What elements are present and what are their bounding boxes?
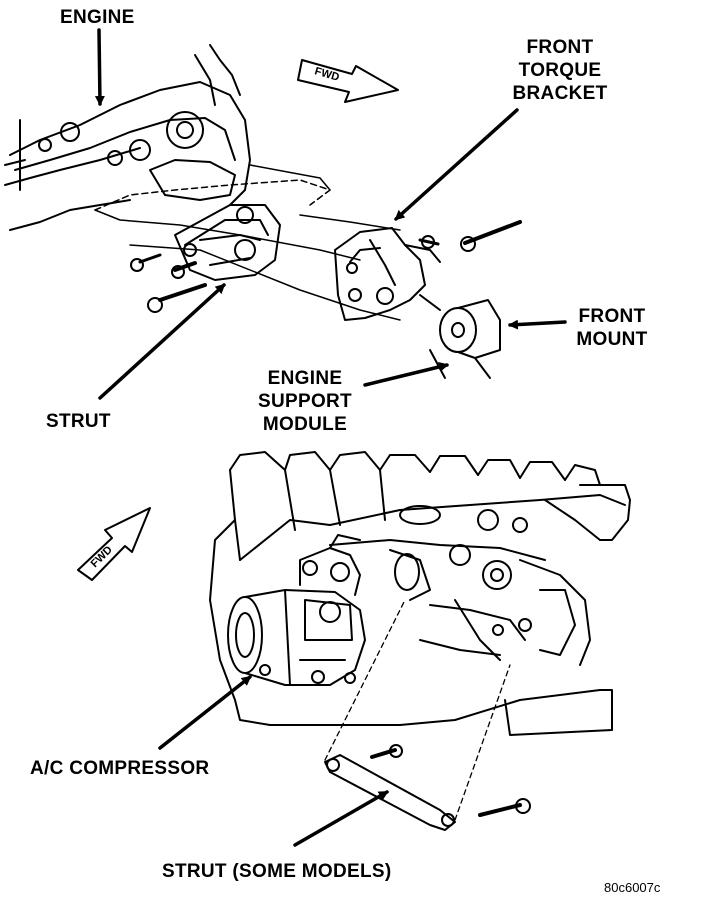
engine-arrow — [94, 28, 105, 106]
engine-support-module-line-1: ENGINE — [267, 368, 343, 389]
front-torque-bracket-line-2: TORQUE — [518, 60, 602, 81]
ac-compressor-arrow — [158, 675, 252, 750]
strut-label: STRUT — [46, 411, 111, 432]
crossmember-outline — [94, 164, 401, 321]
torque-bracket-arrow — [394, 108, 519, 221]
engine-support-module-line-3: MODULE — [262, 414, 348, 435]
strut-some-models-label: STRUT (SOME MODELS) — [162, 861, 392, 882]
fwd-label-top: FWD — [313, 65, 340, 83]
front-torque-bracket-label: FRONT TORQUE BRACKET — [505, 36, 615, 105]
front-mount-label: FRONT MOUNT — [568, 305, 656, 351]
front-torque-bracket-line-1: FRONT — [526, 37, 594, 58]
intake-manifold-runners — [229, 451, 631, 561]
front-mount-line-1: FRONT — [578, 306, 646, 327]
fwd-arrow-bottom — [77, 507, 151, 581]
strut-some-models-arrow — [293, 790, 389, 847]
engine-block-top — [4, 44, 251, 231]
callout-arrows — [94, 28, 567, 847]
fwd-arrow-top — [297, 59, 399, 103]
figure-code: 80c6007c — [604, 880, 661, 895]
engine-block-bottom — [209, 519, 613, 736]
ac-compressor-drawing — [227, 534, 366, 686]
strut-top — [130, 204, 281, 313]
engine-support-module-label: ENGINE SUPPORT MODULE — [248, 367, 362, 436]
ac-compressor-label: A/C COMPRESSOR — [30, 758, 210, 779]
support-module-arrow — [363, 362, 449, 387]
front-mount-drawing — [419, 294, 501, 379]
front-mount-line-2: MOUNT — [576, 329, 648, 350]
fwd-label-bottom: FWD — [89, 544, 115, 570]
front-torque-bracket-line-3: BRACKET — [512, 83, 608, 104]
front-torque-bracket-drawing — [334, 220, 522, 321]
strut-bottom — [324, 599, 531, 831]
strut-arrow — [98, 283, 226, 400]
front-mount-arrow — [508, 319, 567, 330]
engine-label: ENGINE — [60, 7, 135, 28]
engine-support-module-line-2: SUPPORT — [258, 391, 352, 412]
